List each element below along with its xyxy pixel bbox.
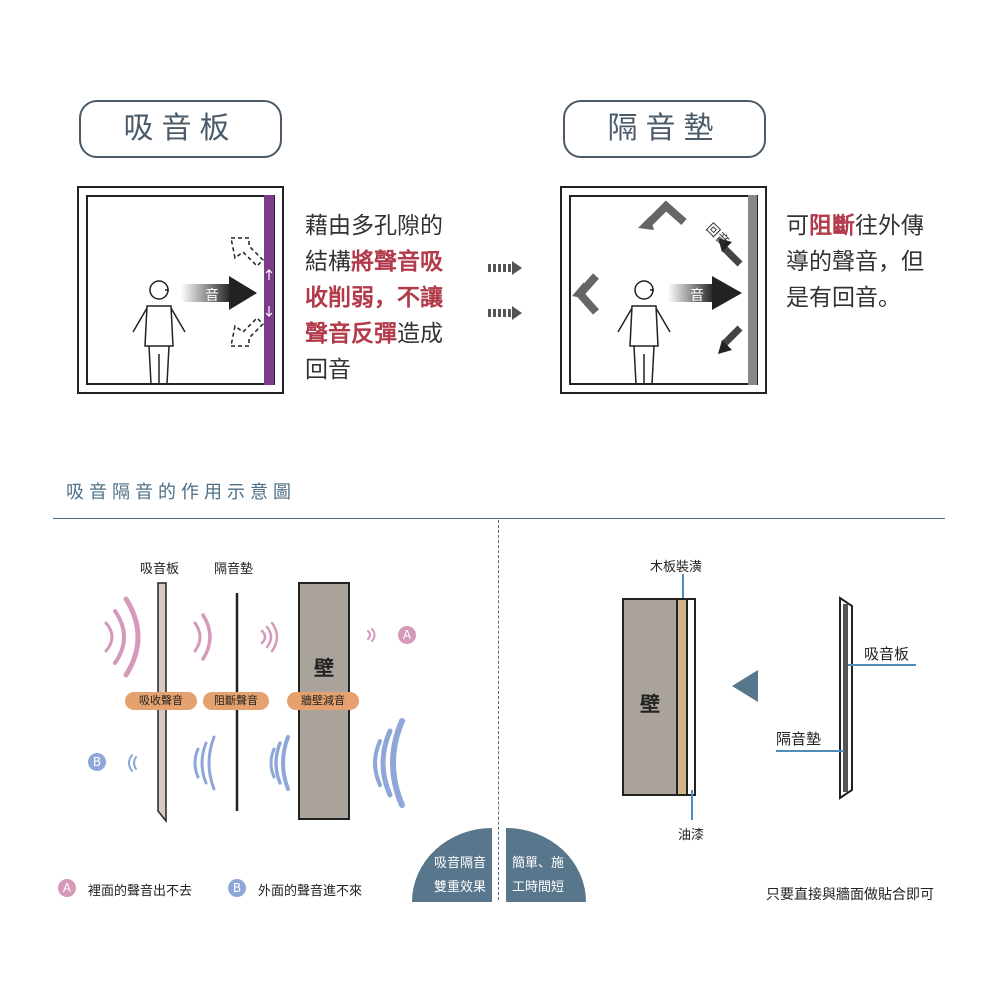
absorb-desc-line5: 回音 xyxy=(305,357,351,383)
label-wood-finish: 木板裝潢 xyxy=(650,560,703,575)
wall-block-right: 壁 xyxy=(622,598,678,796)
insulation-desc-line3: 是有回音。 xyxy=(786,285,901,311)
label-insulation-pad: 隔音墊 xyxy=(214,562,254,577)
legend-marker-a: A xyxy=(58,879,76,897)
center-divider xyxy=(498,520,499,900)
section-title: 吸音隔音的作用示意圖 xyxy=(66,482,296,503)
tab-dual-effect-line2: 雙重效果 xyxy=(433,880,486,895)
label-paint: 油漆 xyxy=(678,828,705,843)
wall-label-right: 壁 xyxy=(640,692,660,716)
paint-layer xyxy=(686,598,696,796)
insulation-room-drawing xyxy=(572,195,757,385)
absorb-room-drawing xyxy=(132,195,274,385)
insulation-desc-line1-a: 可 xyxy=(786,213,809,239)
insulation-desc-line2: 導的聲音，但 xyxy=(786,249,924,275)
badge-absorb: 吸收聲音 xyxy=(125,692,197,710)
marker-a: A xyxy=(398,626,416,644)
leader-absorb-panel xyxy=(848,664,916,666)
absorb-description: 藉由多孔隙的 結構將聲音吸 收削弱，不讓 聲音反彈造成 回音 xyxy=(305,208,443,388)
marker-b: B xyxy=(88,753,106,771)
legend-b-text: 外面的聲音進不來 xyxy=(258,884,363,899)
legend-a-text: 裡面的聲音出不去 xyxy=(88,884,193,899)
label-absorb-panel: 吸音板 xyxy=(140,562,180,577)
absorb-desc-line4-plain: 造成 xyxy=(397,321,443,347)
title-insulation-pad: 隔音墊 xyxy=(563,100,766,158)
transition-arrows xyxy=(488,261,522,320)
label-absorb-panel-right: 吸音板 xyxy=(864,645,910,663)
title-insulation-pad-text: 隔音墊 xyxy=(607,111,722,146)
panel-assembly xyxy=(839,596,853,800)
tab-easy-install: 簡單、施 工時間短 xyxy=(506,828,586,902)
insulation-description: 可阻斷往外傳 導的聲音，但 是有回音。 xyxy=(786,208,924,316)
tab-easy-install-line1: 簡單、施 xyxy=(512,856,565,871)
wall-label-left: 壁 xyxy=(314,656,334,680)
title-absorb-panel-text: 吸音板 xyxy=(123,111,238,146)
right-note: 只要直接與牆面做貼合即可 xyxy=(766,887,934,903)
section-rule xyxy=(53,518,945,519)
absorb-desc-line1: 藉由多孔隙的 xyxy=(305,213,443,239)
leader-insulation-pad xyxy=(776,750,844,752)
insulation-arrow-label: 音 xyxy=(690,288,704,304)
leader-paint xyxy=(691,790,693,820)
badge-block: 阻斷聲音 xyxy=(203,692,269,710)
absorb-desc-line2-plain: 結構 xyxy=(305,249,351,275)
leader-wood xyxy=(682,574,684,608)
absorb-desc-line3-highlight: 收削弱，不讓 xyxy=(305,285,443,311)
absorb-arrow-label: 音 xyxy=(205,288,219,304)
absorb-desc-line2-highlight: 將聲音吸 xyxy=(351,249,443,275)
tab-dual-effect: 吸音隔音 雙重效果 xyxy=(412,828,492,902)
legend-marker-b: B xyxy=(228,879,246,897)
title-absorb-panel: 吸音板 xyxy=(79,100,282,158)
label-insulation-pad-right: 隔音墊 xyxy=(776,730,822,748)
absorb-desc-line4-highlight: 聲音反彈 xyxy=(305,321,397,347)
tab-dual-effect-line1: 吸音隔音 xyxy=(433,856,486,871)
tab-easy-install-line2: 工時間短 xyxy=(512,880,565,895)
insulation-desc-line1-b: 往外傳 xyxy=(855,213,924,239)
direction-arrow xyxy=(732,670,758,702)
badge-wall-reduce: 牆壁減音 xyxy=(287,692,359,710)
insulation-desc-line1-highlight: 阻斷 xyxy=(809,213,855,239)
